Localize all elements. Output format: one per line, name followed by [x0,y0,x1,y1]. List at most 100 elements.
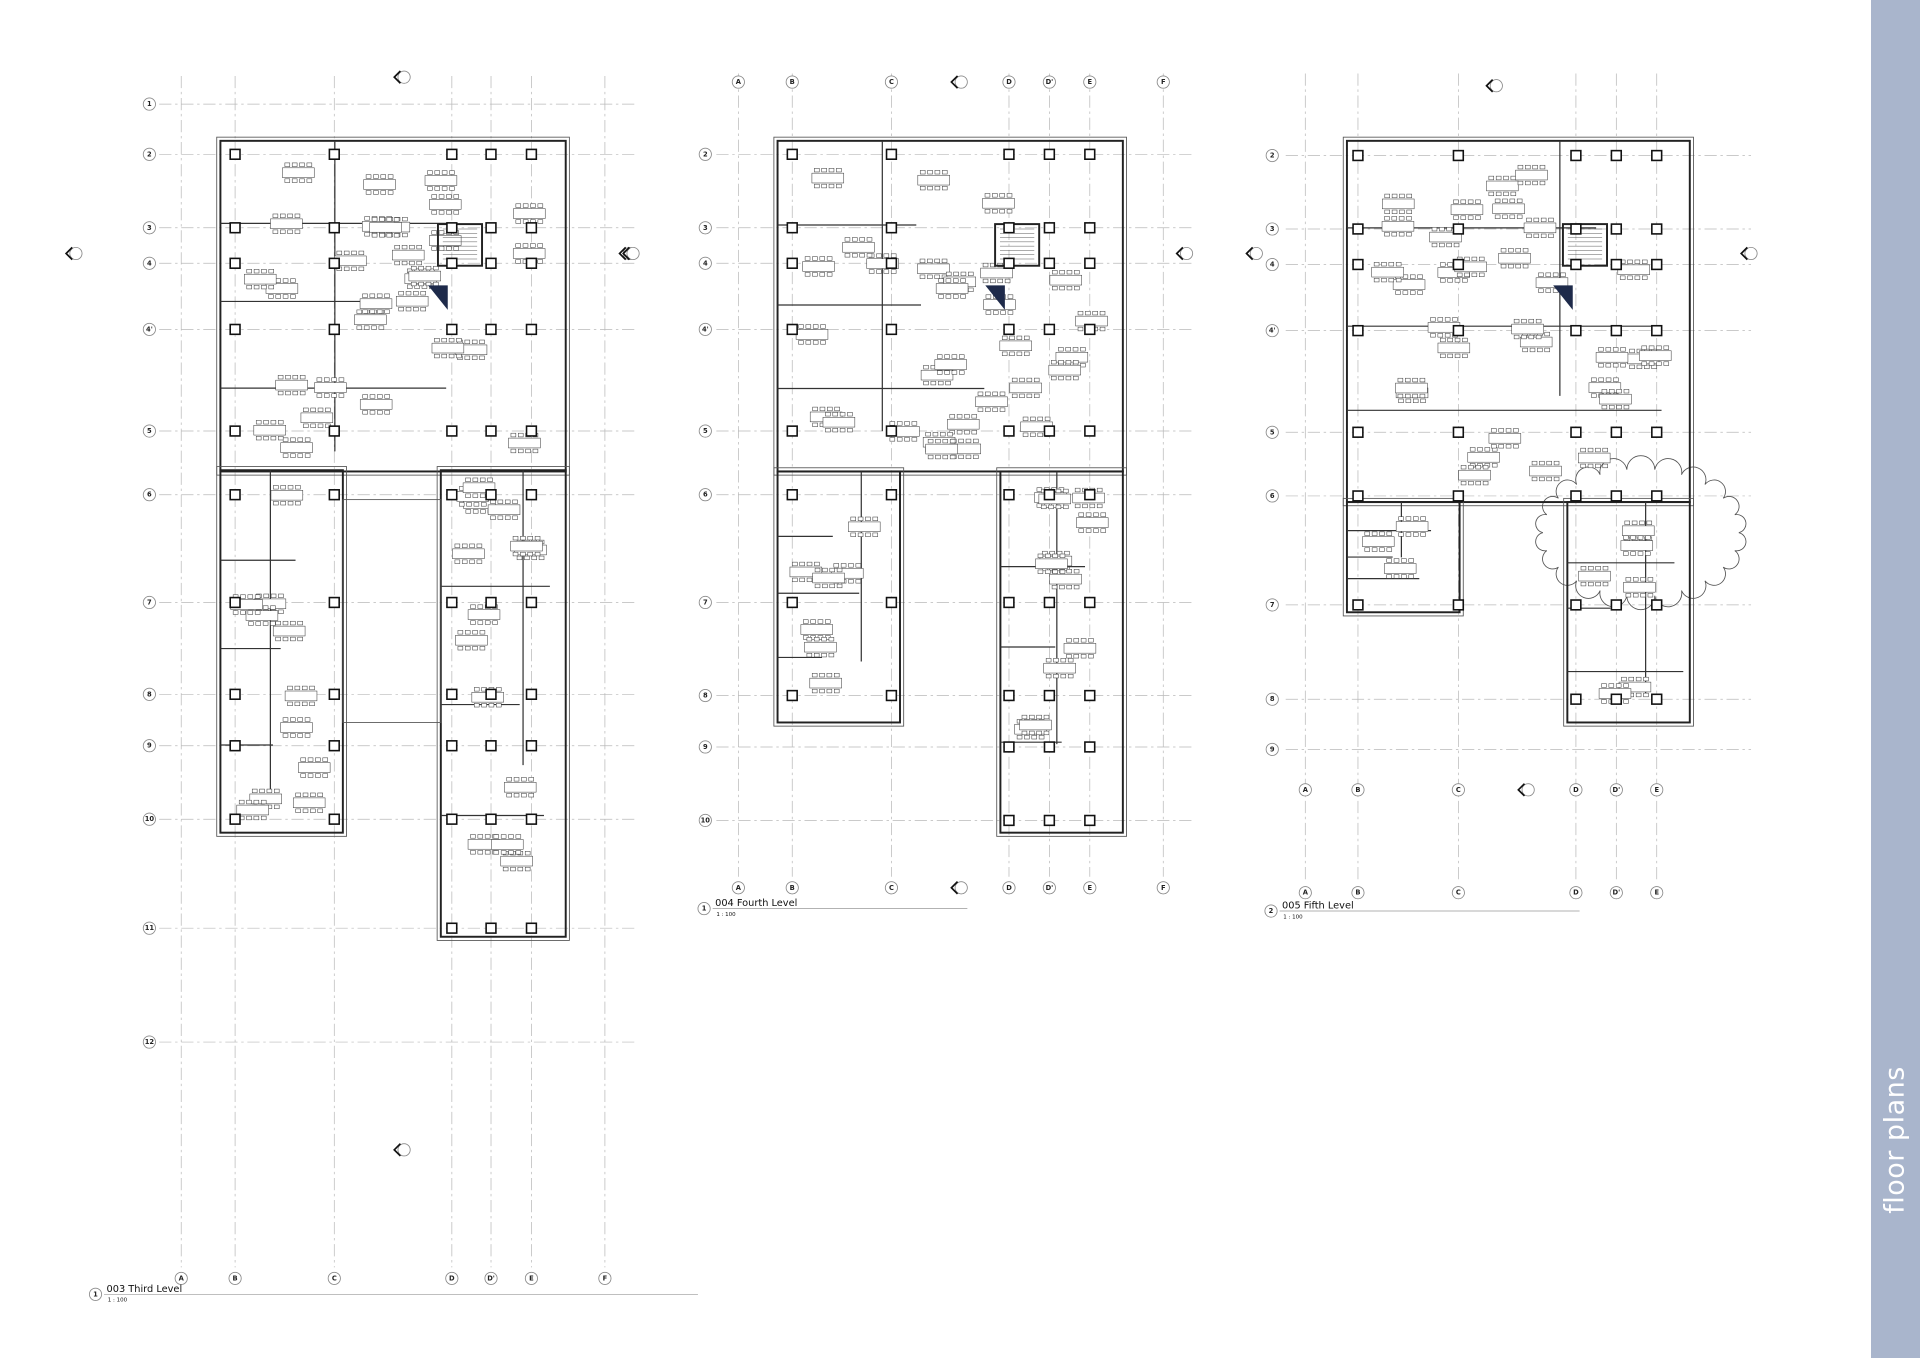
chair [438,230,445,235]
chair [1494,214,1501,219]
desk-group [795,324,829,345]
chair [1074,270,1080,275]
chair [434,186,440,191]
grid-bubble [228,1271,242,1285]
chair [956,414,963,419]
view-number: 1 [93,1290,98,1298]
chair [474,687,480,692]
chair [1043,714,1050,720]
chair [1454,278,1461,283]
desk-group [280,717,313,738]
chair [836,183,842,189]
chair [1630,535,1636,540]
chair [278,436,284,441]
view-scale: 1 : 100 [1283,914,1303,920]
desk-group [1383,558,1417,579]
chair [919,170,926,175]
chair [965,438,972,444]
grid-bubble [1042,881,1056,895]
desk-group [298,757,331,778]
chair [977,407,984,412]
chair [290,733,296,738]
chair [268,269,274,274]
chair [1609,389,1615,394]
chair [1401,558,1407,563]
chair [1089,503,1096,509]
chair [273,501,279,506]
chair [1529,347,1536,353]
chair [850,516,856,521]
chair [255,621,261,626]
chair [1024,351,1030,356]
chair [282,717,289,722]
chair [474,703,480,708]
grid-bubble [731,75,745,89]
chair [306,178,313,183]
chair [1453,199,1459,204]
grid-label: 4' [146,325,153,333]
chair [1595,447,1601,453]
structural-column [1651,490,1663,502]
chair [253,799,260,805]
chair [934,170,941,175]
chair [496,703,502,708]
desk-group [1620,535,1654,556]
chair [497,499,504,504]
chair [1628,676,1634,682]
chair [470,834,476,839]
desk-group [270,485,304,506]
chair [1605,363,1612,368]
chair [942,454,949,460]
desk-group [811,168,845,189]
chair [1528,334,1535,340]
chair [362,309,368,314]
chair [826,688,833,694]
chair [1386,558,1392,563]
chair [431,194,437,199]
section-marker-icon [397,1143,411,1157]
grid-label: 8 [703,692,708,700]
grid-label: 8 [1270,695,1275,703]
chair [317,407,324,412]
chair [1619,275,1626,280]
grid-bubble [142,97,156,111]
chair [306,162,313,167]
chair [1100,512,1107,517]
chair [481,502,487,507]
structural-column [485,813,497,825]
chair [434,338,440,343]
chair [834,673,840,678]
grid-bubble [698,221,712,235]
structural-column [885,257,898,269]
grid-label: D' [1046,78,1054,86]
building-outline-outer [1342,497,1464,617]
desk-group [1486,175,1519,197]
grid-bubble [142,1035,156,1049]
chair [1580,581,1587,587]
chair [1088,638,1094,643]
section-arrow-icon [618,246,627,261]
chair [263,593,269,598]
chair [270,593,277,598]
grid-label: 3 [1270,225,1275,233]
view-title: 004 Fourth Level [715,898,797,909]
structural-column [1452,223,1465,235]
chair [275,636,281,642]
chair [1498,428,1504,433]
structural-column [229,596,241,609]
structural-column [229,148,241,160]
chair [411,281,417,287]
chair [968,271,974,277]
desk-group [491,834,524,855]
chair [1024,335,1030,340]
chair [1016,735,1023,740]
chair [531,555,537,561]
chair [295,792,301,797]
chair [1475,465,1481,470]
chair [427,186,433,191]
chair [479,477,486,482]
chair [1635,676,1642,682]
chair [812,256,818,261]
chair [1608,683,1615,688]
